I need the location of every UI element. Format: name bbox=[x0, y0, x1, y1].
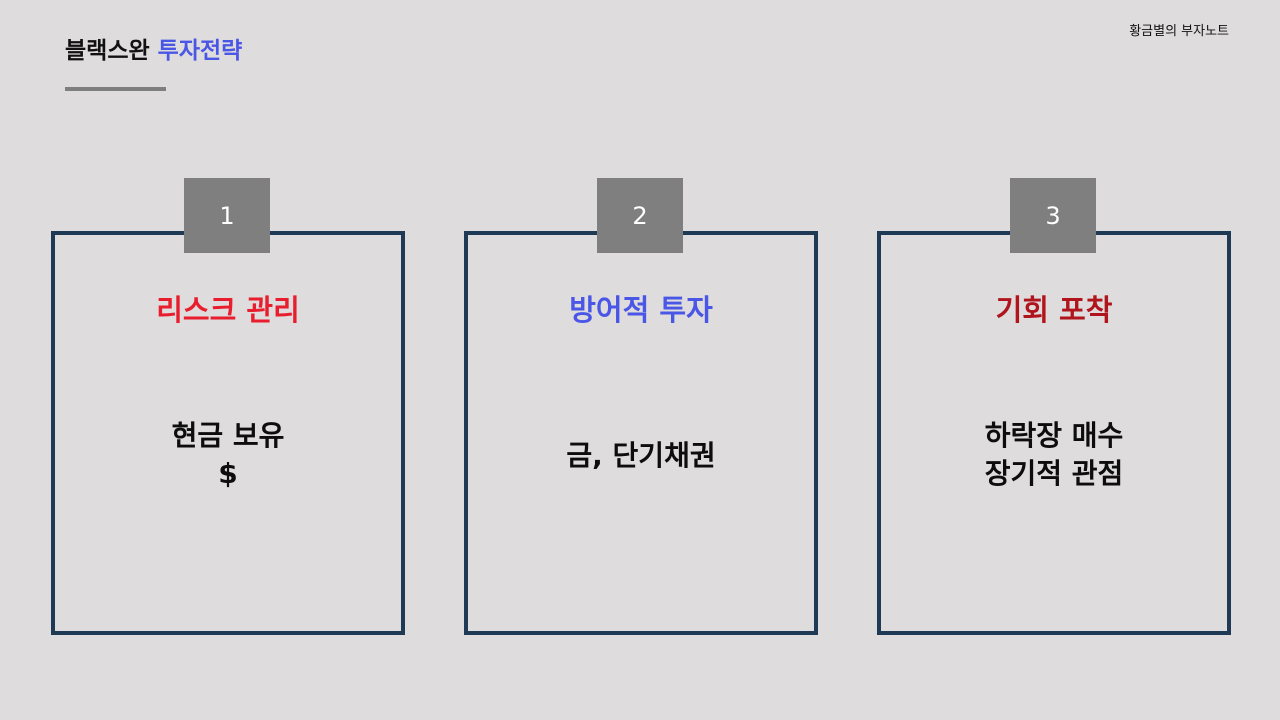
page-title: 블랙스완 투자전략 bbox=[65, 34, 242, 68]
title-accent: 투자전략 bbox=[157, 38, 243, 64]
title-underline bbox=[65, 87, 166, 91]
card-body-line: 하락장 매수 bbox=[984, 419, 1124, 452]
strategy-card-2: 방어적 투자 금, 단기채권 bbox=[464, 231, 818, 635]
strategy-card-1: 리스크 관리 현금 보유 $ bbox=[51, 231, 405, 635]
card-number-badge: 2 bbox=[597, 178, 683, 253]
card-body-line: 금, 단기채권 bbox=[566, 439, 716, 472]
card-body: 하락장 매수 장기적 관점 bbox=[881, 417, 1227, 493]
card-number-badge: 3 bbox=[1010, 178, 1096, 253]
card-number-badge: 1 bbox=[184, 178, 270, 253]
card-body-line: $ bbox=[218, 457, 238, 490]
brand-label: 황금별의 부자노트 bbox=[1129, 24, 1229, 39]
card-body: 금, 단기채권 bbox=[468, 437, 814, 475]
title-main: 블랙스완 bbox=[65, 38, 150, 64]
card-heading-defensive: 방어적 투자 bbox=[569, 293, 713, 327]
card-body-line: 현금 보유 bbox=[171, 419, 285, 452]
card-heading-risk: 리스크 관리 bbox=[156, 293, 300, 327]
card-heading-opportunity: 기회 포착 bbox=[995, 293, 1113, 327]
card-body: 현금 보유 $ bbox=[55, 417, 401, 493]
card-body-line: 장기적 관점 bbox=[984, 457, 1124, 490]
strategy-card-3: 기회 포착 하락장 매수 장기적 관점 bbox=[877, 231, 1231, 635]
